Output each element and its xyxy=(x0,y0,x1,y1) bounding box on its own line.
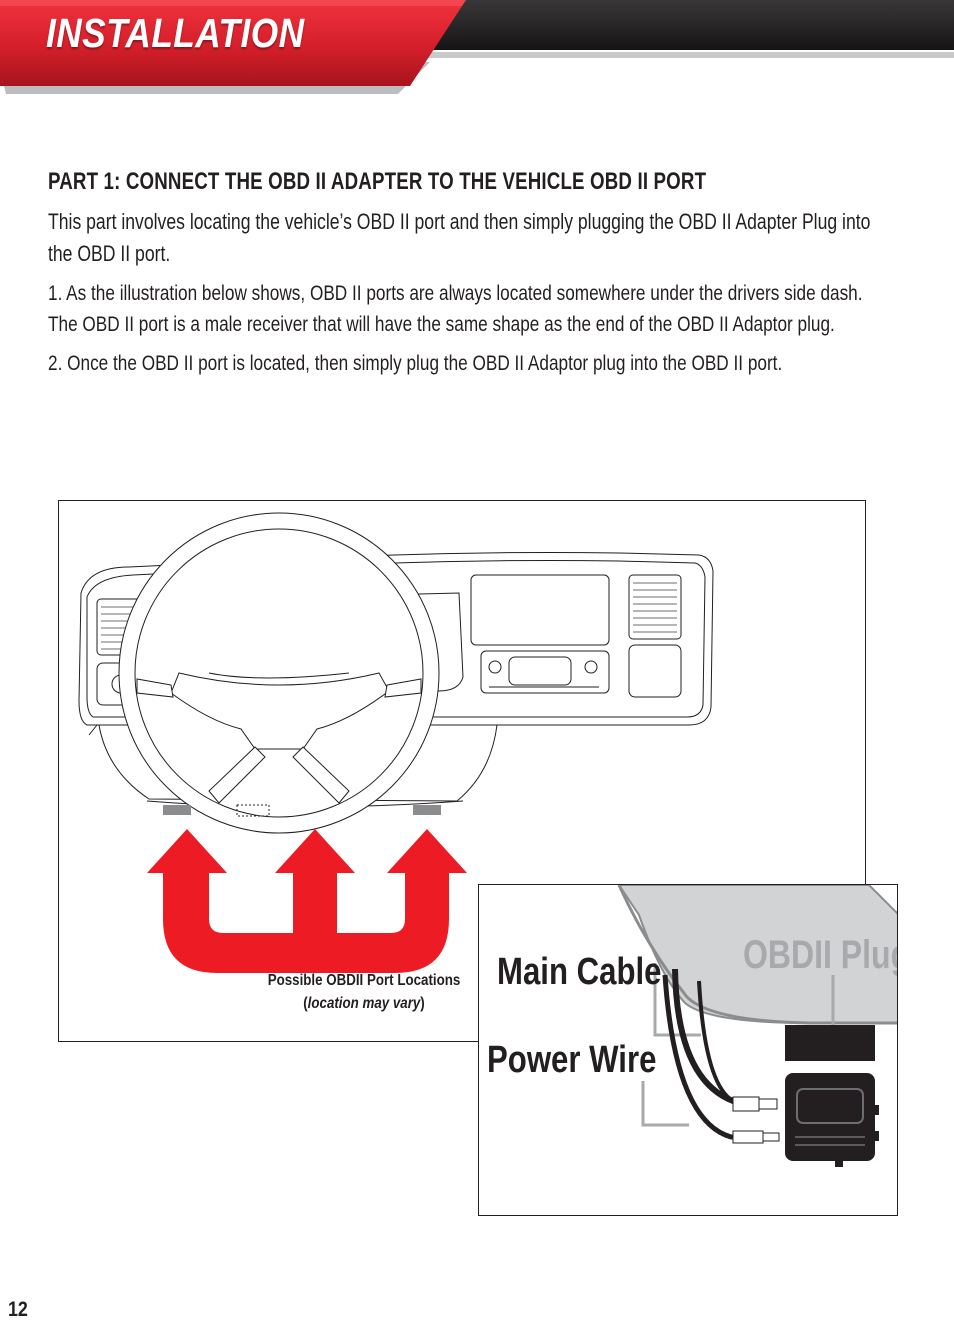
obd-plug-drawing xyxy=(617,885,897,1167)
step-2-paragraph: 2. Once the OBD II port is located, then… xyxy=(48,351,783,375)
power-wire-callout xyxy=(641,1081,689,1127)
power-wire-connector xyxy=(732,1130,764,1144)
intro-paragraph: This part involves locating the vehicle’… xyxy=(48,209,871,266)
obd-plug-label: OBDII Plug xyxy=(743,933,898,977)
location-arrows-icon xyxy=(147,829,467,973)
obd-plug-illustration: Main Cable Power Wire OBDII Plug xyxy=(478,884,898,1216)
header-banner: INSTALLATION xyxy=(0,0,954,100)
port-location-left xyxy=(163,805,191,815)
section-heading: PART 1: CONNECT THE OBD II ADAPTER TO TH… xyxy=(48,168,707,195)
steering-wheel xyxy=(118,512,440,834)
page-title: INSTALLATION xyxy=(46,10,305,56)
main-cable-connector xyxy=(732,1096,760,1112)
section-content: PART 1: CONNECT THE OBD II ADAPTER TO TH… xyxy=(48,168,898,387)
caption-italic: location may vary xyxy=(307,995,421,1012)
step-1-paragraph: 1. As the illustration below shows, OBD … xyxy=(48,281,863,336)
obd-plug-head xyxy=(785,1025,875,1061)
caption-line-2: (location may vary) xyxy=(231,992,498,1015)
dashboard-drawing xyxy=(78,512,714,973)
obd-plug-body xyxy=(785,1073,875,1161)
power-wire-wire xyxy=(662,974,739,1140)
port-location-caption: Possible OBDII Port Locations (location … xyxy=(209,969,519,1015)
caption-paren-open: ( xyxy=(303,995,308,1012)
port-location-right xyxy=(413,805,441,815)
main-cable-label: Main Cable xyxy=(497,951,662,993)
caption-paren-close: ) xyxy=(420,995,425,1012)
port-location-dashed xyxy=(236,804,270,817)
page-number: 12 xyxy=(8,1298,28,1321)
power-wire-label: Power Wire xyxy=(487,1039,657,1081)
caption-line-1: Possible OBDII Port Locations xyxy=(267,972,461,989)
header-banner-graphic xyxy=(0,0,954,94)
